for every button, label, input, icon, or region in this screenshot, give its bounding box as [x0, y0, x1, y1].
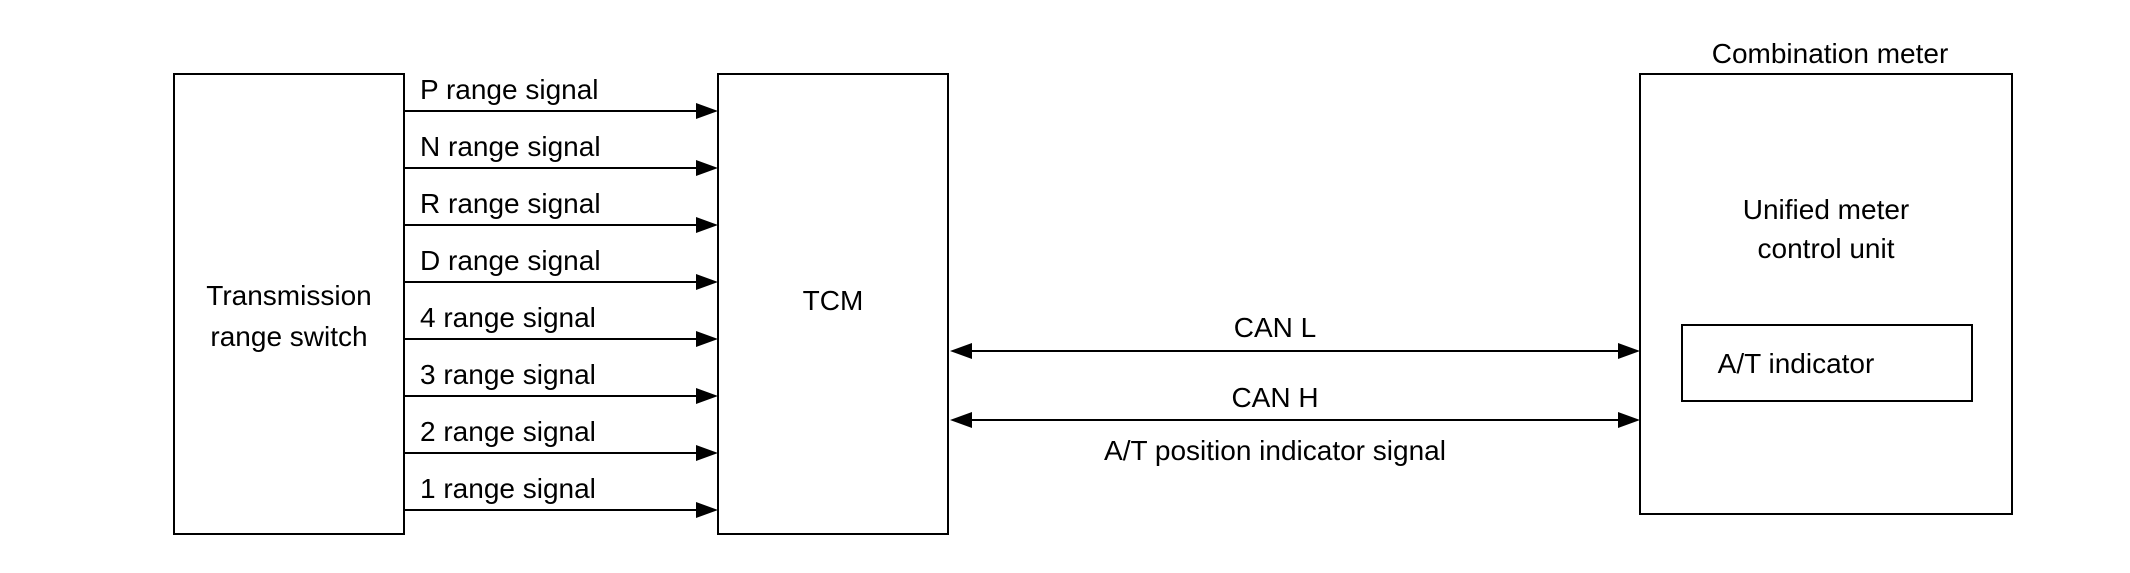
can-l-label: CAN L [1234, 312, 1316, 343]
can-h-label: CAN H [1231, 382, 1318, 413]
combination-meter-box [1639, 73, 2013, 515]
range-signal-5: 3 range signal [404, 359, 718, 404]
range-signal-arrowhead [696, 217, 718, 233]
range-signal-3: D range signal [404, 245, 718, 290]
range-signal-arrowhead [696, 445, 718, 461]
range-signal-arrowhead [696, 274, 718, 290]
range-signal-arrowhead [696, 388, 718, 404]
range-signal-label: 4 range signal [420, 302, 596, 333]
tcm-label: TCM [803, 285, 864, 316]
range-signal-2: R range signal [404, 188, 718, 233]
at-indicator-box [1681, 324, 1973, 402]
range-signal-group: P range signal N range signal R range sign… [404, 74, 718, 518]
can-l-arrow-left [950, 343, 972, 359]
can-bus-group: CAN L CAN H A/T position indicator signa… [950, 312, 1640, 466]
combination-meter-title: Combination meter [1712, 38, 1949, 69]
transmission-range-switch-block: Transmission range switch [173, 73, 405, 535]
range-signal-label: 2 range signal [420, 416, 596, 447]
at-indicator-label: A/T indicator [1718, 348, 1875, 379]
range-signal-arrowhead [696, 160, 718, 176]
can-h-arrow-right [1618, 412, 1640, 428]
range-signal-arrowhead [696, 502, 718, 518]
range-signal-label: R range signal [420, 188, 601, 219]
range-signal-7: 1 range signal [404, 473, 718, 518]
transmission-range-switch-label-line2: range switch [210, 321, 367, 352]
transmission-range-switch-label-line1: Transmission [206, 280, 371, 311]
range-signal-0: P range signal [404, 74, 718, 119]
range-signal-6: 2 range signal [404, 416, 718, 461]
range-signal-label: 1 range signal [420, 473, 596, 504]
can-h-arrow-left [950, 412, 972, 428]
transmission-range-switch-box [173, 73, 405, 535]
combination-meter-block: Combination meter Unified meter control … [1639, 38, 2013, 515]
can-l-arrow-right [1618, 343, 1640, 359]
range-signal-label: P range signal [420, 74, 599, 105]
range-signal-arrowhead [696, 331, 718, 347]
at-position-indicator-signal-label: A/T position indicator signal [1104, 435, 1446, 466]
range-signal-arrowhead [696, 103, 718, 119]
range-signal-4: 4 range signal [404, 302, 718, 347]
range-signal-label: N range signal [420, 131, 601, 162]
range-signal-label: D range signal [420, 245, 601, 276]
tcm-block: TCM [717, 73, 949, 535]
unified-meter-label-line2: control unit [1758, 233, 1895, 264]
range-signal-1: N range signal [404, 131, 718, 176]
tcm-box [717, 73, 949, 535]
unified-meter-label-line1: Unified meter [1743, 194, 1910, 225]
range-signal-label: 3 range signal [420, 359, 596, 390]
